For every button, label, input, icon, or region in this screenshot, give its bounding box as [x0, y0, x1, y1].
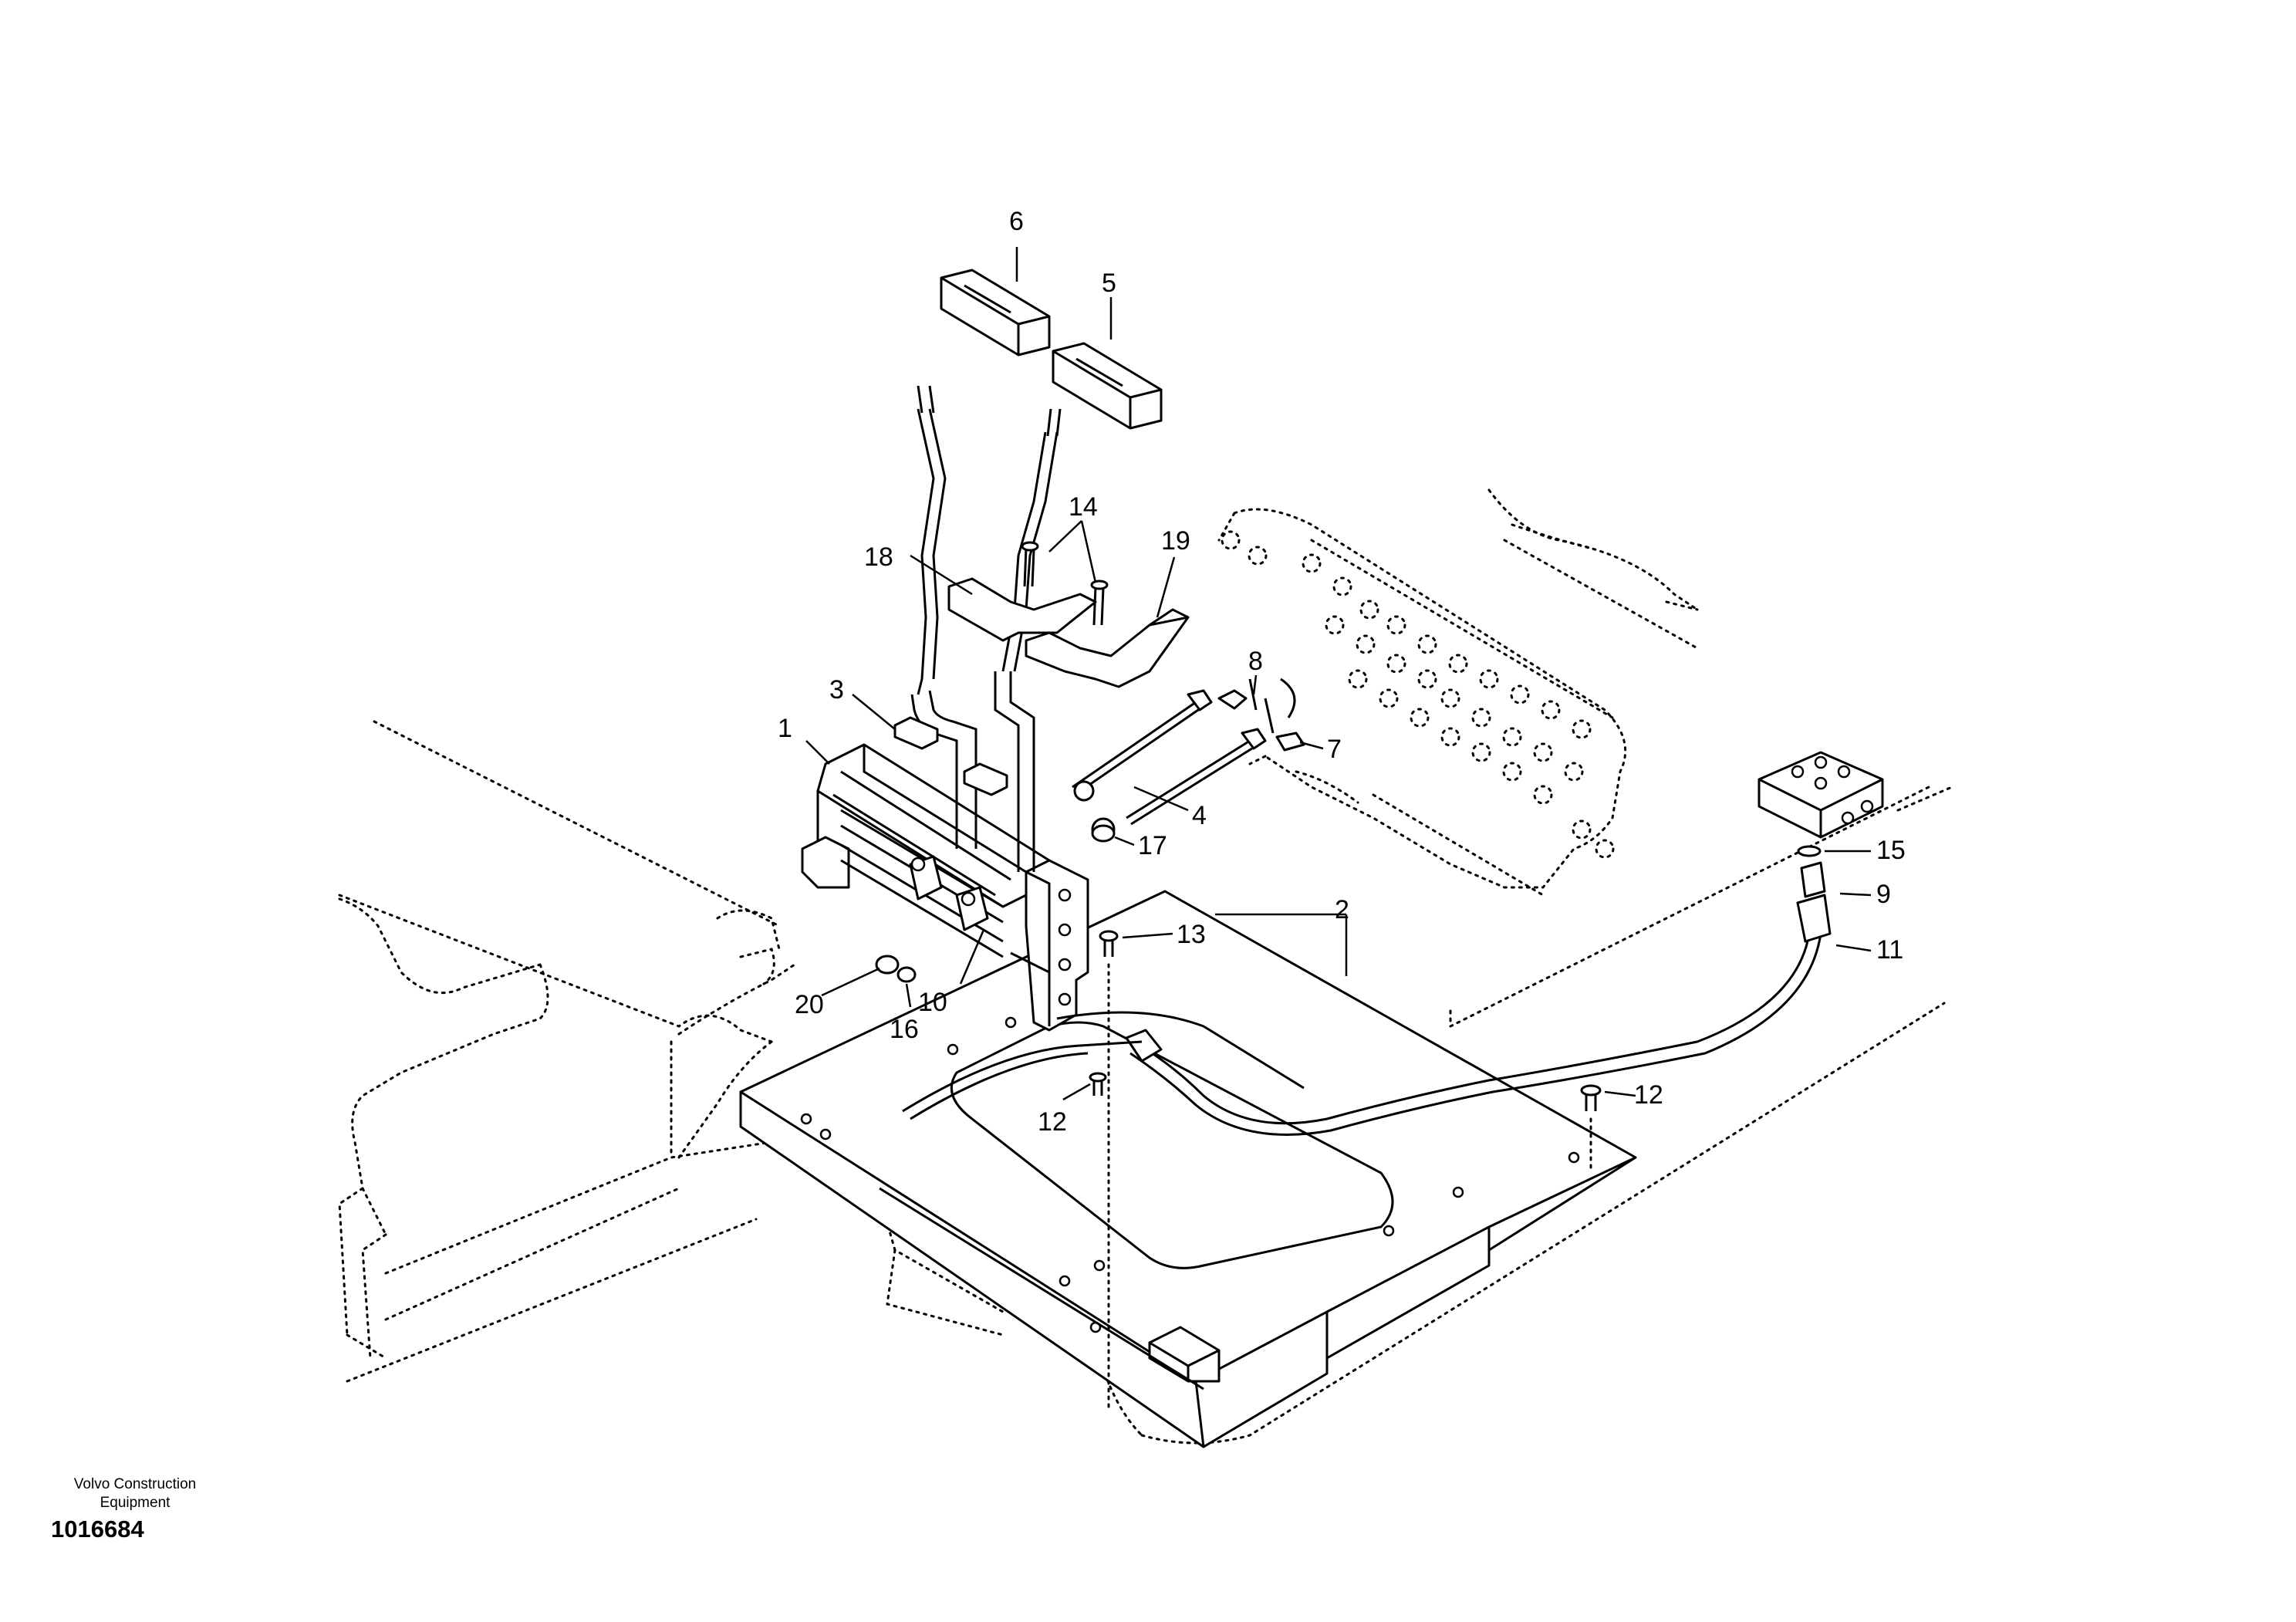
callout-10: 10: [918, 988, 947, 1017]
pedal-bracket-19: [1025, 608, 1190, 688]
base-plate: [739, 890, 1637, 1448]
caption-line-2: Equipment: [100, 1495, 171, 1511]
callout-20: 20: [795, 990, 824, 1019]
callout-7: 7: [1327, 735, 1342, 764]
callout-17: 17: [1138, 831, 1167, 860]
bolts-14: [1021, 541, 1109, 626]
callout-12-left: 12: [1038, 1107, 1067, 1137]
lever-knob-5: [1052, 342, 1163, 430]
callout-1: 1: [778, 714, 792, 743]
callout-2: 2: [1335, 895, 1349, 924]
callout-8: 8: [1248, 647, 1263, 676]
lever-bracket: [801, 743, 1089, 1032]
pedal-bracket-18: [947, 577, 1097, 642]
callout-18: 18: [864, 542, 893, 572]
callout-labels: 1 2 3 4 5 6 7 8 9 10 11 12 12 13 14 15 1…: [778, 207, 1906, 1137]
callout-6: 6: [1009, 207, 1024, 236]
callout-19: 19: [1161, 526, 1190, 556]
callout-5: 5: [1102, 269, 1116, 298]
caption-line-1: Volvo Construction: [73, 1476, 197, 1492]
callout-11: 11: [1876, 935, 1903, 965]
callout-4: 4: [1192, 801, 1207, 830]
callout-3: 3: [829, 675, 844, 705]
lever-knob-6: [940, 269, 1051, 357]
connector-block: [1757, 751, 1884, 839]
surrounding-machine-outline: [338, 488, 1953, 1445]
manufacturer-caption: Volvo Construction Equipment: [46, 1475, 224, 1512]
document-number: 1016684: [51, 1516, 144, 1543]
hydraulic-hose: [902, 845, 1832, 1136]
valve-block-ports: [1221, 530, 1615, 859]
leader-lines: [805, 247, 1872, 1101]
small-parts: [875, 716, 1602, 1414]
lever-rods: [910, 385, 1062, 872]
callout-15: 15: [1876, 836, 1906, 865]
callout-14: 14: [1069, 492, 1098, 522]
callout-9: 9: [1876, 880, 1891, 909]
callout-13: 13: [1177, 920, 1206, 949]
callout-16: 16: [890, 1015, 919, 1044]
callout-12-right: 12: [1634, 1080, 1663, 1110]
linkage-rods-4: [1072, 678, 1305, 842]
